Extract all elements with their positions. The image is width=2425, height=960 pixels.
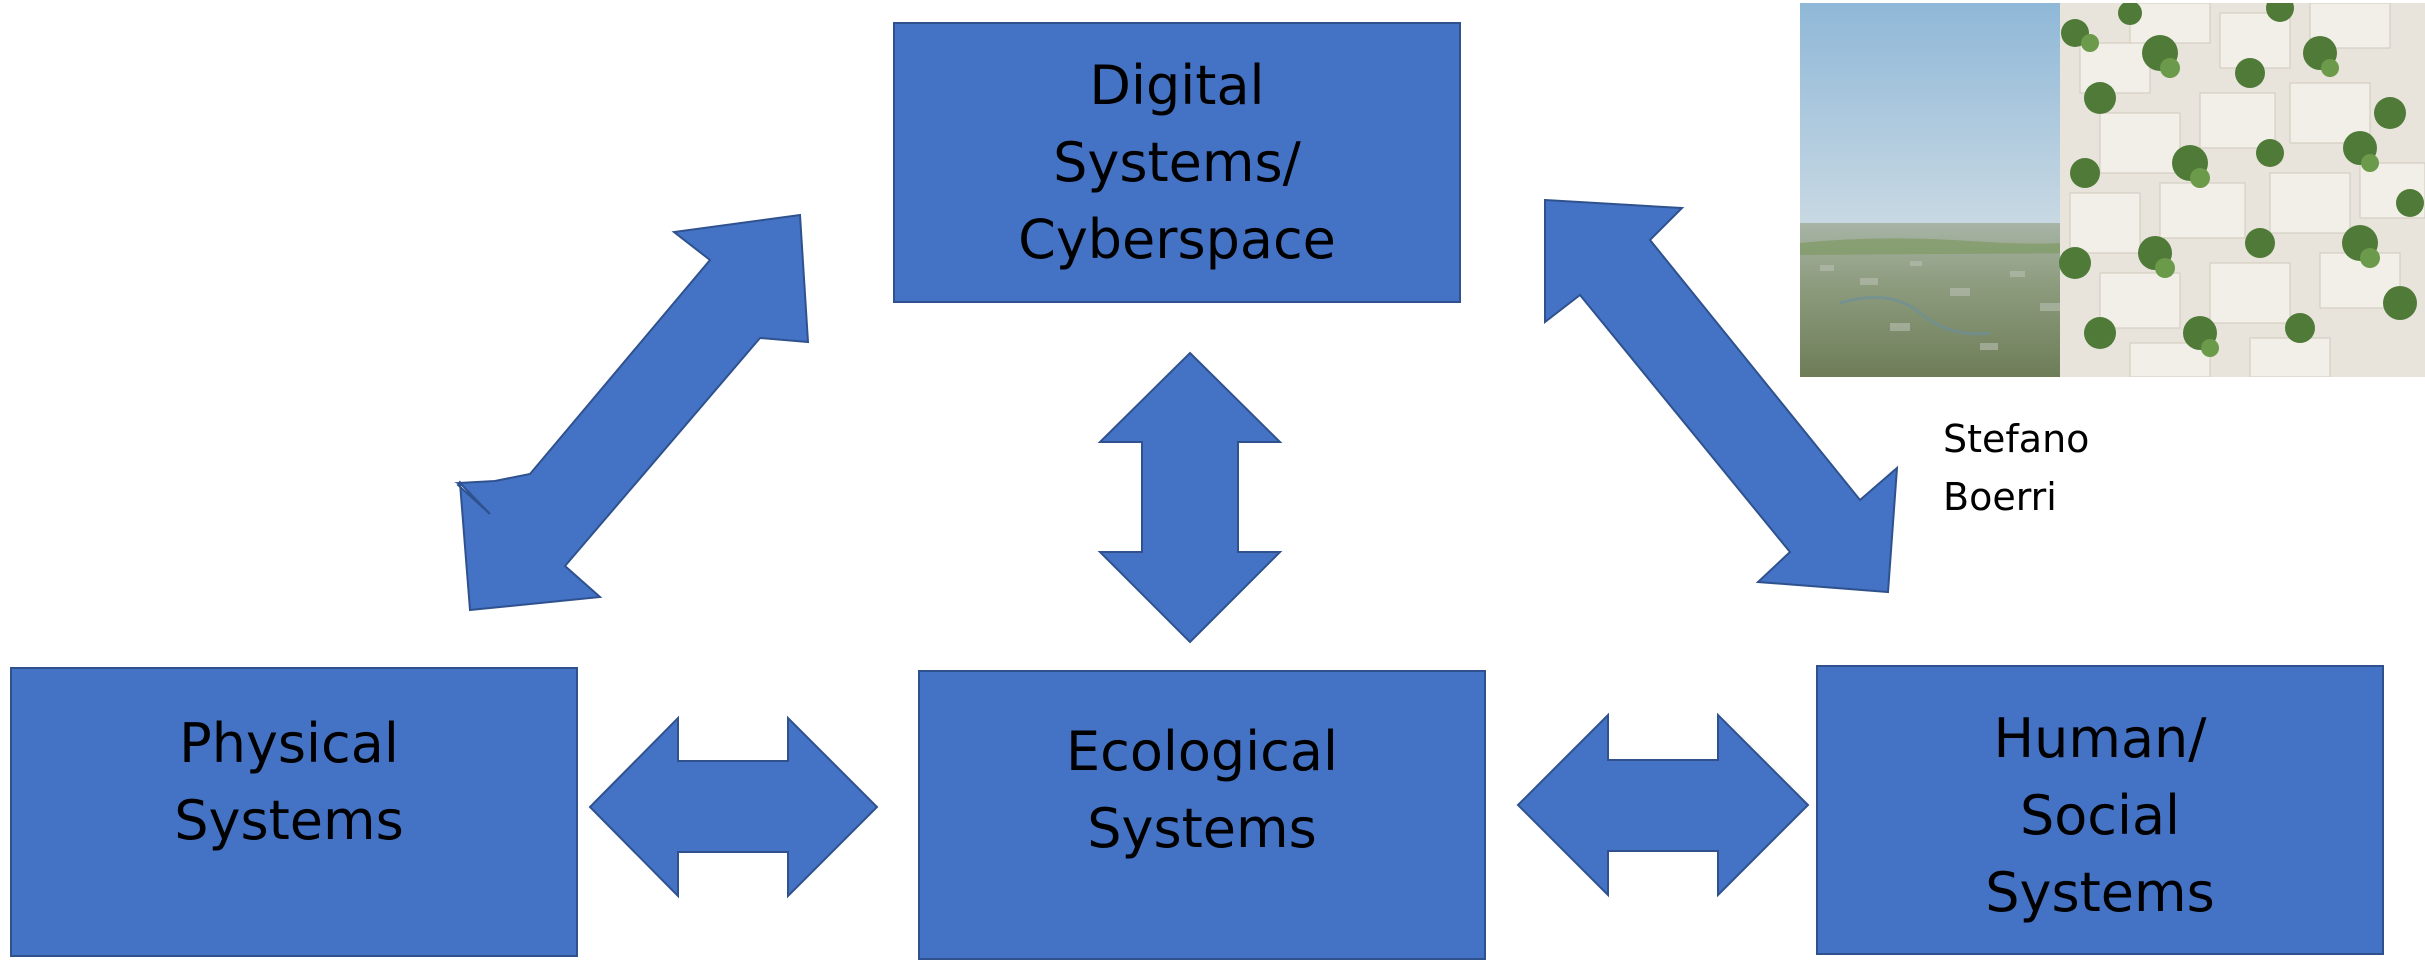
ecological-systems-box: Ecological Systems — [918, 670, 1486, 960]
digital-systems-label: Digital Systems/ Cyberspace — [1018, 54, 1336, 271]
digital-systems-box: Digital Systems/ Cyberspace — [893, 22, 1461, 303]
human-social-systems-label: Human/ Social Systems — [1985, 706, 2215, 924]
ecological-systems-label: Ecological Systems — [1066, 720, 1338, 860]
arrow-ecological-human — [1516, 712, 1810, 898]
arrow-physical-ecological — [588, 715, 879, 899]
physical-systems-label: Physical Systems — [174, 712, 404, 852]
arrow-physical-digital — [454, 213, 810, 612]
building-photo — [1800, 3, 2425, 377]
arrow-ecological-digital — [1097, 351, 1283, 644]
photo-caption: Stefano Boerri — [1943, 417, 2090, 519]
building-photo-image — [1800, 3, 2425, 377]
human-social-systems-box: Human/ Social Systems — [1816, 665, 2384, 955]
physical-systems-box: Physical Systems — [10, 667, 578, 957]
arrow-digital-human — [1544, 198, 1899, 594]
